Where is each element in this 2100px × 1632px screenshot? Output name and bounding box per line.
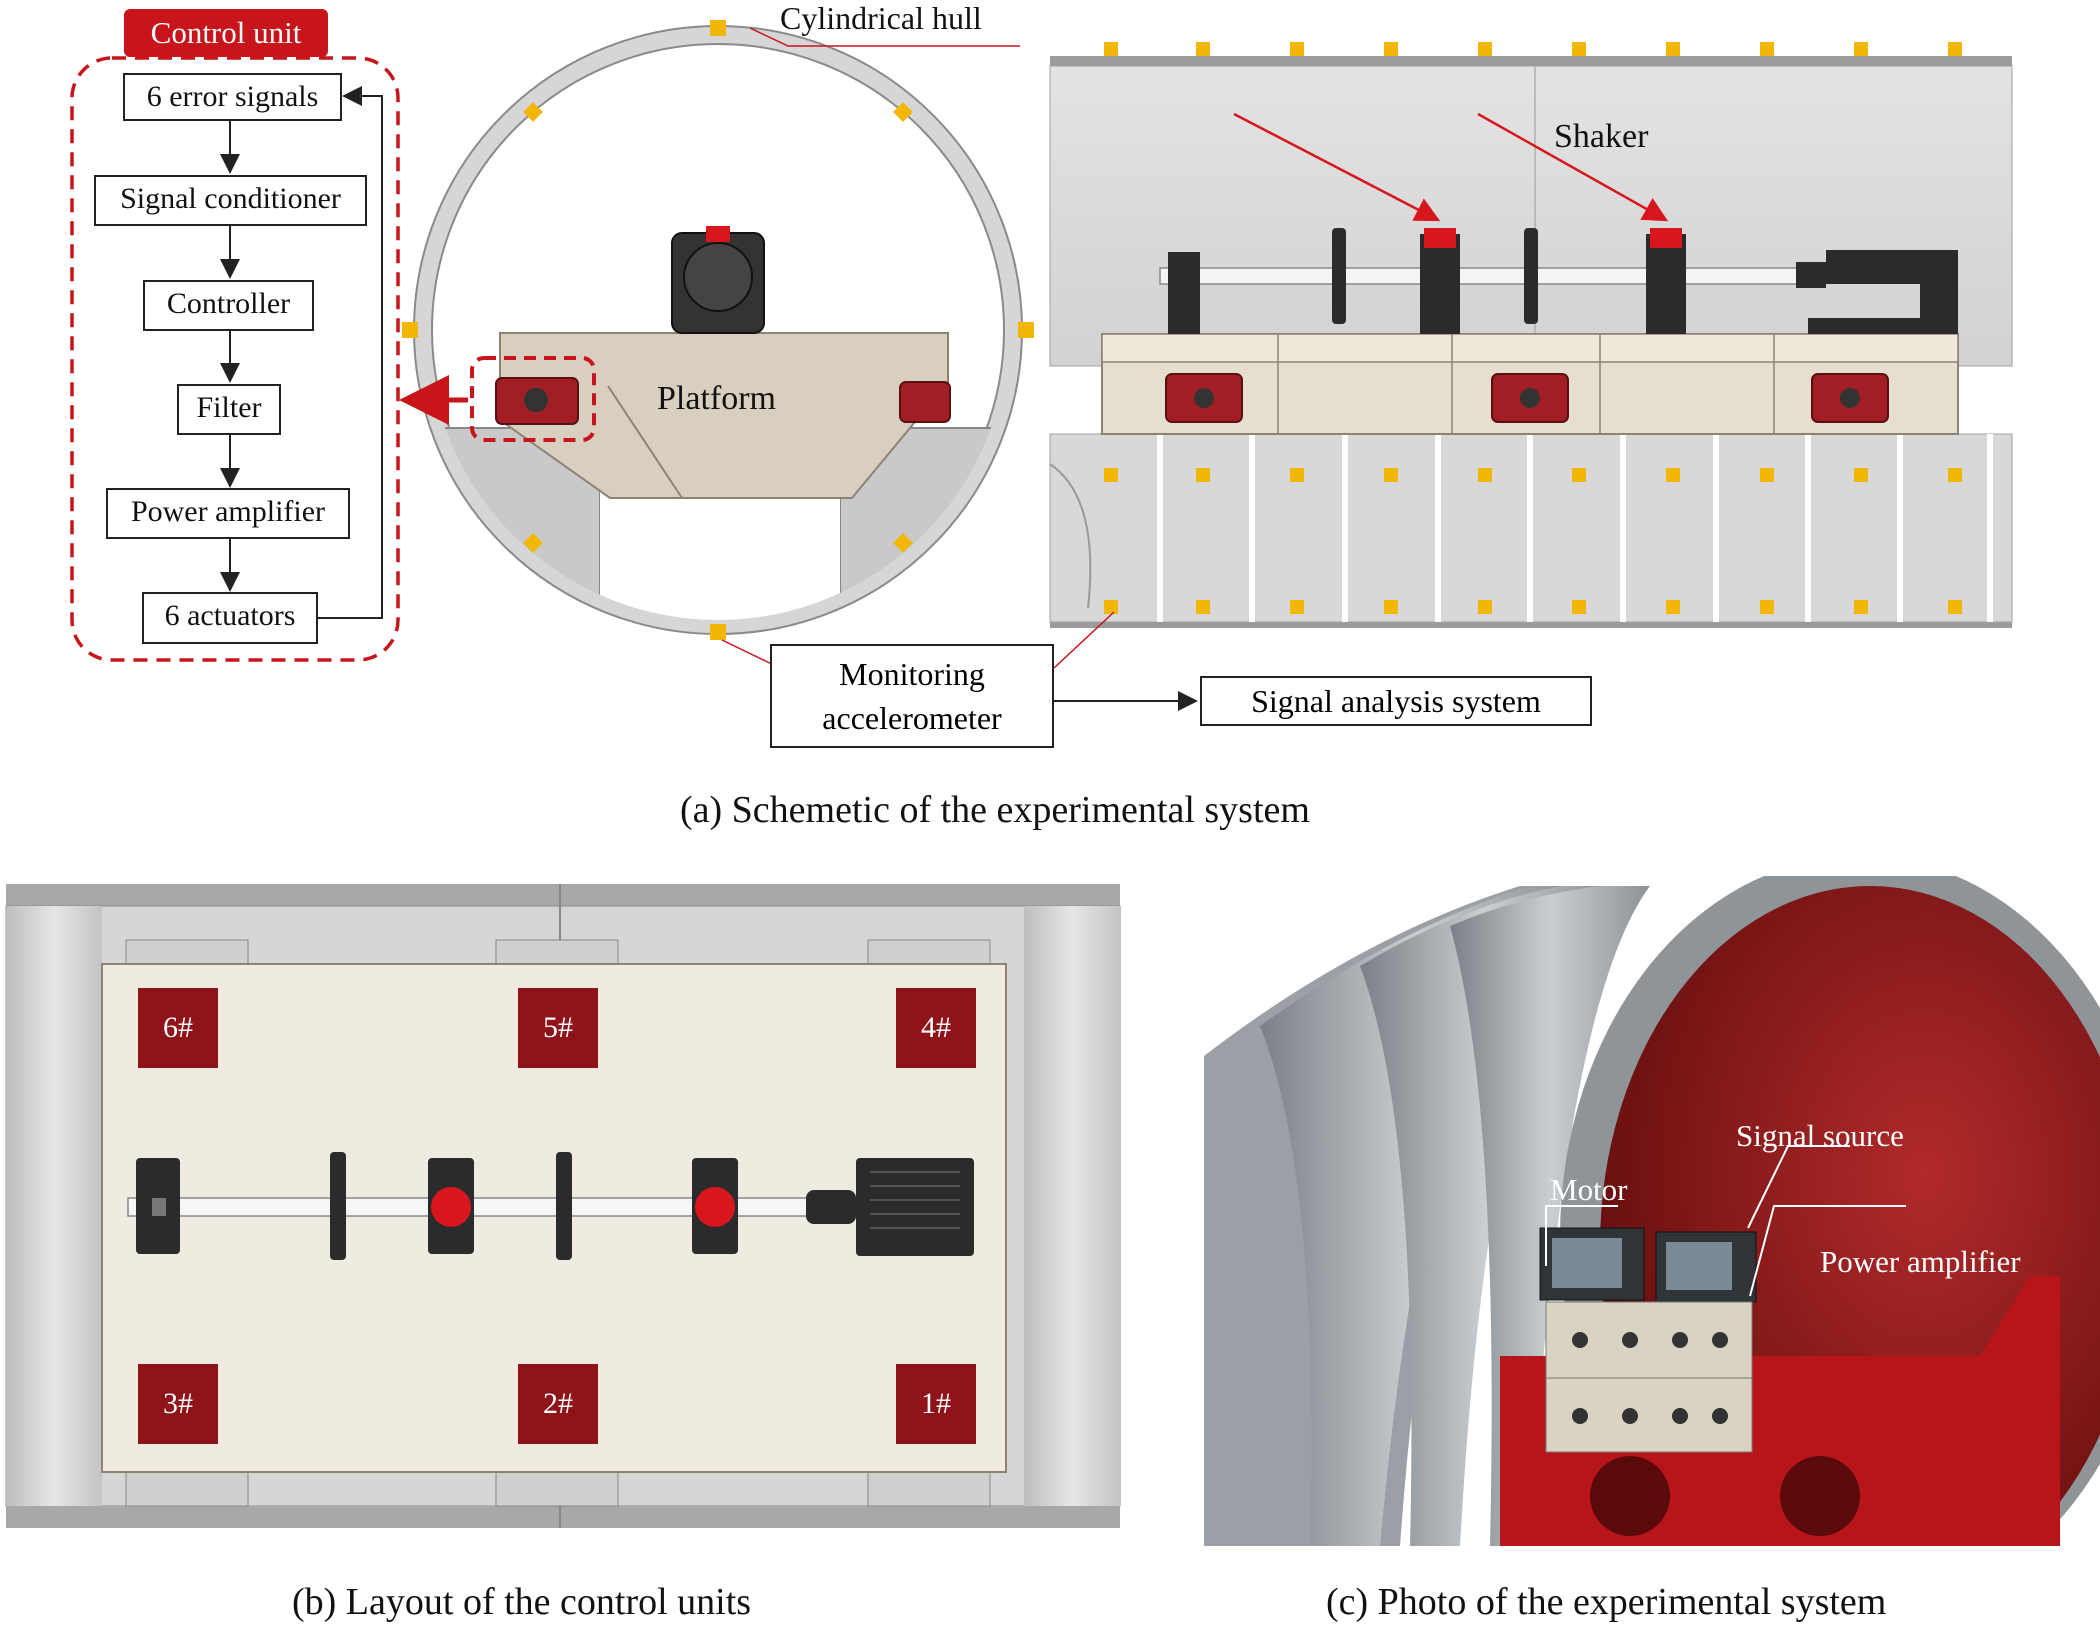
control-unit-dashed-border	[70, 56, 400, 662]
motor-label: Motor	[1550, 1172, 1628, 1207]
unit-3: 3#	[138, 1364, 218, 1444]
block-actuators: 6 actuators	[142, 592, 318, 644]
monitoring-accelerometer-box: Monitoring accelerometer	[770, 644, 1054, 748]
block-controller: Controller	[143, 280, 314, 331]
monitoring-line-2: accelerometer	[822, 700, 1002, 736]
caption-c: (c) Photo of the experimental system	[1326, 1581, 1887, 1623]
monitoring-connectors	[1053, 611, 1198, 711]
cylindrical-hull-label: Cylindrical hull	[780, 0, 982, 36]
caption-a: (a) Schemetic of the experimental system	[680, 789, 1310, 831]
side-actuators	[1165, 373, 1889, 423]
unit-5: 5#	[518, 988, 598, 1068]
actuator-highlight	[470, 356, 596, 442]
signal-source-label: Signal source	[1736, 1118, 1904, 1153]
hull-side-view	[1049, 42, 2013, 628]
hull-ribs	[1157, 434, 1993, 622]
unit-4: 4#	[896, 988, 976, 1068]
unit-2: 2#	[518, 1364, 598, 1444]
platform-label: Platform	[657, 380, 776, 417]
side-bottom-accelerometers	[1104, 600, 1962, 614]
block-power-amplifier: Power amplifier	[106, 488, 350, 539]
caption-b: (b) Layout of the control units	[292, 1581, 752, 1623]
side-top-accelerometers	[1104, 42, 1962, 56]
feedback-arrow	[318, 86, 383, 619]
signal-analysis-box: Signal analysis system	[1200, 676, 1592, 726]
block-signal-conditioner: Signal conditioner	[94, 175, 367, 226]
control-unit-title: Control unit	[124, 9, 328, 57]
power-amplifier-label: Power amplifier	[1820, 1244, 2021, 1279]
control-unit-connectors	[70, 56, 400, 662]
layout-view	[5, 884, 1121, 1528]
hull-cross-section	[400, 20, 1034, 669]
unit-1: 1#	[896, 1364, 976, 1444]
monitoring-line-1: Monitoring	[839, 656, 985, 692]
experimental-photo	[1204, 876, 2100, 1546]
side-mid-accelerometers	[1104, 468, 1962, 482]
shaker-label: Shaker	[1554, 118, 1649, 155]
unit-6: 6#	[138, 988, 218, 1068]
block-filter: Filter	[177, 384, 281, 435]
block-error-signals: 6 error signals	[123, 73, 342, 121]
